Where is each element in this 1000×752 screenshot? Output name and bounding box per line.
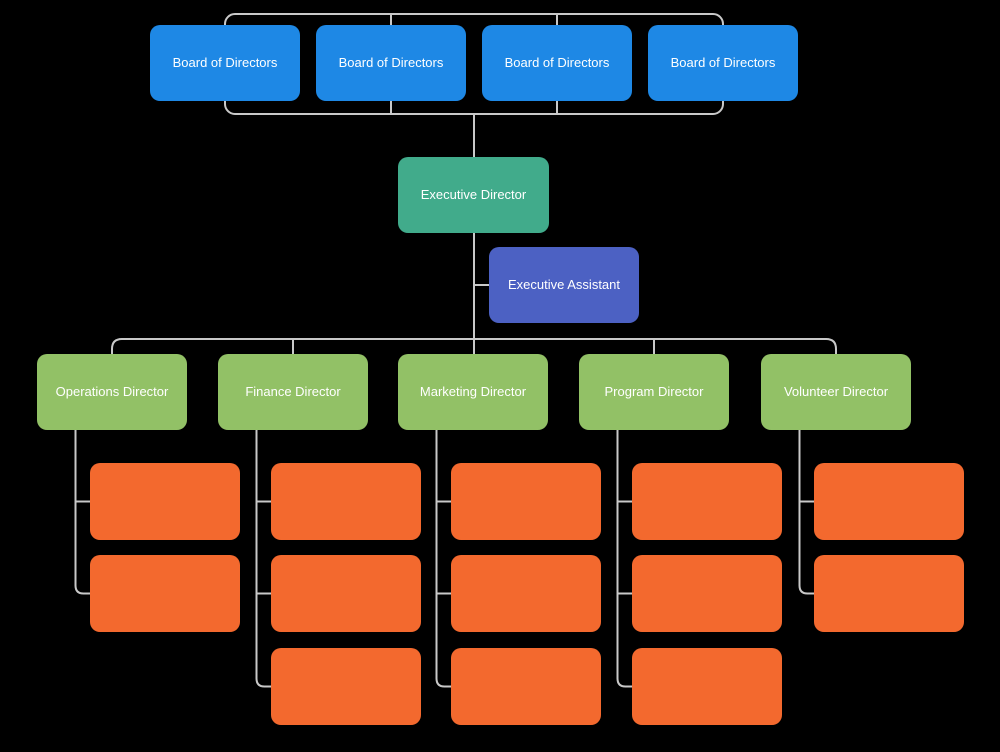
board-of-directors-node[interactable]: Board of Directors — [316, 25, 466, 101]
node-label: Executive Assistant — [508, 277, 620, 293]
staff-node[interactable] — [632, 648, 782, 725]
staff-drop-connector — [798, 430, 814, 595]
staff-drop-connector — [435, 430, 451, 688]
executive-director-node[interactable]: Executive Director — [398, 157, 549, 233]
node-label: Volunteer Director — [783, 384, 889, 400]
staff-node[interactable] — [814, 463, 964, 540]
node-label: Finance Director — [245, 384, 341, 400]
node-label: Board of Directors — [172, 55, 278, 71]
staff-node[interactable] — [90, 555, 240, 632]
board-of-directors-node[interactable]: Board of Directors — [482, 25, 632, 101]
staff-node[interactable] — [451, 463, 601, 540]
staff-node[interactable] — [271, 463, 421, 540]
staff-node[interactable] — [451, 648, 601, 725]
node-label: Program Director — [604, 384, 704, 400]
marketing-director-node[interactable]: Marketing Director — [398, 354, 548, 430]
staff-drop-connector — [74, 430, 90, 595]
staff-node[interactable] — [632, 555, 782, 632]
volunteer-director-node[interactable]: Volunteer Director — [761, 354, 911, 430]
operations-director-node[interactable]: Operations Director — [37, 354, 187, 430]
finance-director-node[interactable]: Finance Director — [218, 354, 368, 430]
staff-node[interactable] — [451, 555, 601, 632]
staff-node[interactable] — [90, 463, 240, 540]
board-of-directors-node[interactable]: Board of Directors — [150, 25, 300, 101]
staff-node[interactable] — [271, 648, 421, 725]
staff-node[interactable] — [632, 463, 782, 540]
staff-drop-connector — [616, 430, 632, 688]
staff-node[interactable] — [271, 555, 421, 632]
staff-connectors-group — [74, 430, 814, 688]
node-label: Executive Director — [420, 187, 527, 203]
node-label: Board of Directors — [504, 55, 610, 71]
staff-node[interactable] — [814, 555, 964, 632]
board-of-directors-node[interactable]: Board of Directors — [648, 25, 798, 101]
node-label: Marketing Director — [419, 384, 527, 400]
program-director-node[interactable]: Program Director — [579, 354, 729, 430]
staff-drop-connector — [255, 430, 271, 688]
node-label: Board of Directors — [670, 55, 776, 71]
node-label: Operations Director — [55, 384, 169, 400]
node-label: Board of Directors — [338, 55, 444, 71]
executive-assistant-node[interactable]: Executive Assistant — [489, 247, 639, 323]
